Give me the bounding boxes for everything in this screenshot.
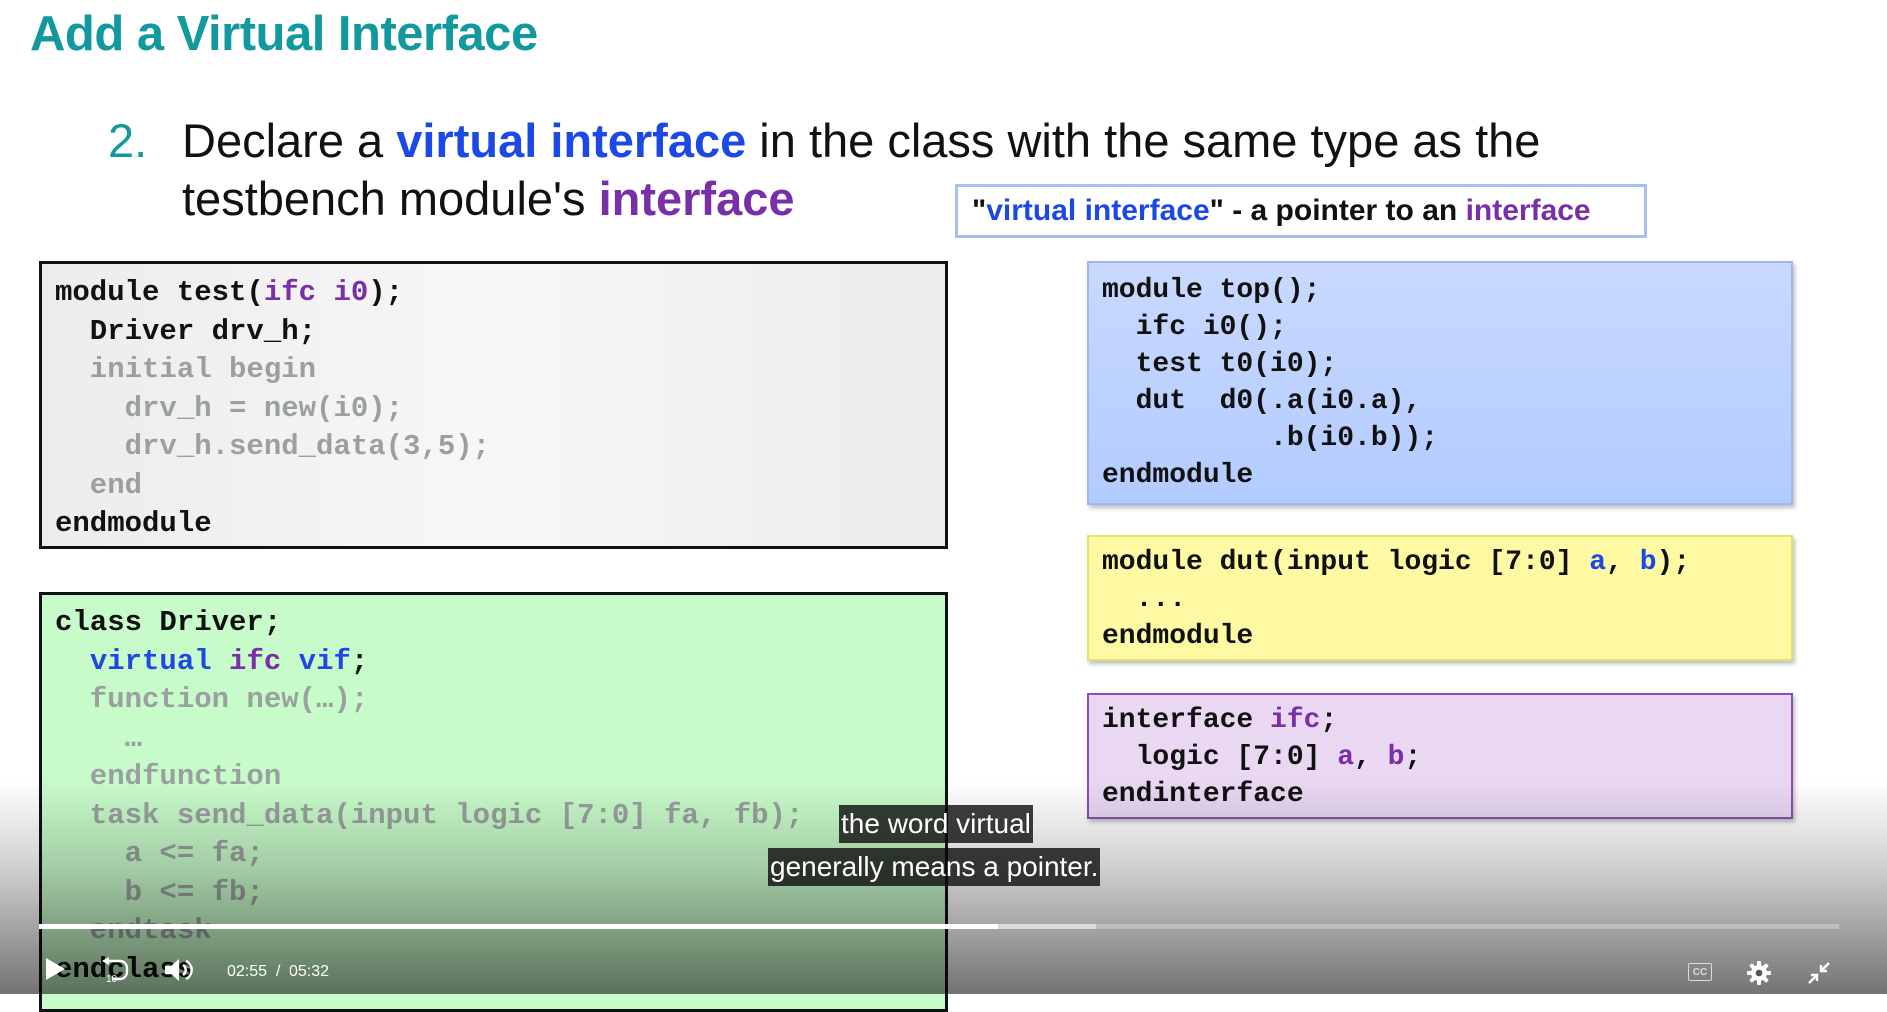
code-token-ifc: ifc	[229, 644, 282, 678]
code-line: virtual ifc vif;	[55, 643, 945, 682]
code-line: endmodule	[1102, 621, 1254, 652]
volume-icon-svg	[165, 959, 193, 981]
bullet-text-part: in the class with the same type as the t…	[182, 114, 1541, 225]
slide-title: Add a Virtual Interface	[30, 7, 538, 61]
code-token: ;	[350, 644, 369, 678]
code-line: task send_data(input logic [7:0] fa, fb)…	[55, 798, 804, 832]
code-token	[281, 645, 298, 678]
code-token: module dut(input logic [7:0]	[1102, 547, 1590, 578]
code-line: initial begin	[55, 353, 317, 386]
code-line: ...	[1102, 584, 1187, 615]
code-box-test-module: module test(ifc i0); Driver drv_h; initi…	[39, 261, 948, 549]
code-token-b: b	[1387, 742, 1405, 773]
code-line: class Driver;	[55, 606, 282, 639]
callout-text: " - a pointer to an	[1209, 194, 1466, 227]
closed-captions-icon[interactable]: CC	[1688, 963, 1712, 981]
code-line: endinterface	[1102, 779, 1304, 810]
progress-played	[39, 924, 999, 929]
code-token-ifc: ifc	[1270, 705, 1321, 736]
virtual-interface-callout: "virtual interface" - a pointer to an in…	[955, 184, 1647, 238]
bullet-text: Declare a virtual interface in the class…	[182, 112, 1642, 228]
code-line: test t0(i0);	[1102, 349, 1338, 380]
code-line: endmodule	[1102, 460, 1254, 491]
code-line: …	[55, 721, 143, 755]
code-token: ;	[1404, 742, 1422, 773]
subtitle-line-2: generally means a pointer.	[768, 848, 1101, 886]
code-token-b: b	[1639, 547, 1657, 578]
code-line: module dut(input logic [7:0] a, b);	[1102, 544, 1791, 581]
code-token-a: a	[1589, 547, 1607, 578]
time-separator: /	[276, 963, 281, 980]
code-token	[212, 645, 229, 678]
code-token: logic [7:0]	[1102, 742, 1338, 773]
code-token-a: a	[1337, 742, 1355, 773]
code-token: ,	[1606, 547, 1640, 578]
code-box-top-module: module top(); ifc i0(); test t0(i0); dut…	[1087, 261, 1793, 505]
current-time: 02:55	[227, 963, 268, 980]
keyword-interface: interface	[598, 172, 795, 225]
code-line: .b(i0.b));	[1102, 423, 1439, 454]
code-token-vif: vif	[298, 644, 351, 678]
code-token: );	[1656, 547, 1691, 578]
gear-icon-svg	[1747, 961, 1771, 985]
code-token: ,	[1354, 742, 1388, 773]
exit-fullscreen-icon-svg	[1808, 962, 1830, 984]
subtitle-line-1: the word virtual	[839, 805, 1033, 843]
keyword-virtual-interface: virtual interface	[396, 114, 747, 167]
code-token: );	[368, 276, 404, 309]
callout-keyword-virtual-interface: virtual interface	[986, 194, 1210, 227]
code-line: ifc i0();	[1102, 312, 1287, 343]
rewind-10-icon[interactable]: 10	[98, 956, 132, 985]
code-box-driver-class: class Driver; virtual ifc vif; function …	[39, 592, 948, 1012]
progress-bar[interactable]	[39, 924, 1839, 929]
bullet-number: 2.	[108, 114, 148, 167]
code-token: ;	[1320, 705, 1338, 736]
code-token: interface	[1102, 705, 1271, 736]
play-icon[interactable]	[46, 958, 65, 980]
bullet-text-part: Declare a	[182, 114, 397, 167]
code-line: endfunction	[55, 760, 282, 793]
code-line: drv_h.send_data(3,5);	[55, 430, 491, 463]
code-line: module top();	[1102, 275, 1321, 306]
code-token: module test(	[55, 276, 264, 309]
rewind-10-icon-svg: 10	[102, 957, 129, 985]
code-line: drv_h = new(i0);	[55, 391, 404, 425]
code-line: module test(ifc i0);	[55, 274, 945, 313]
code-token-virtual: virtual	[89, 644, 212, 678]
rewind-seconds-label: 10	[106, 974, 118, 984]
code-line: endtask	[55, 914, 212, 947]
code-line: function new(…);	[55, 683, 369, 716]
code-box-dut-module: module dut(input logic [7:0] a, b); ... e…	[1087, 535, 1793, 661]
code-token	[55, 645, 90, 678]
volume-icon[interactable]	[162, 955, 196, 985]
code-line: endmodule	[55, 507, 212, 540]
code-box-interface: interface ifc; logic [7:0] a, b;endinter…	[1087, 693, 1793, 819]
exit-fullscreen-icon[interactable]	[1807, 961, 1831, 985]
code-line: Driver drv_h;	[55, 314, 317, 348]
code-line: logic [7:0] a, b;	[1102, 739, 1791, 776]
code-line: interface ifc;	[1102, 702, 1791, 739]
duration: 05:32	[289, 963, 330, 980]
gear-icon[interactable]	[1746, 960, 1772, 986]
code-line: dut d0(.a(i0.a),	[1102, 386, 1422, 417]
code-line: end	[55, 468, 143, 502]
callout-keyword-interface: interface	[1465, 194, 1591, 227]
callout-quote: "	[972, 194, 987, 227]
code-token-ifc: ifc i0	[263, 276, 369, 309]
